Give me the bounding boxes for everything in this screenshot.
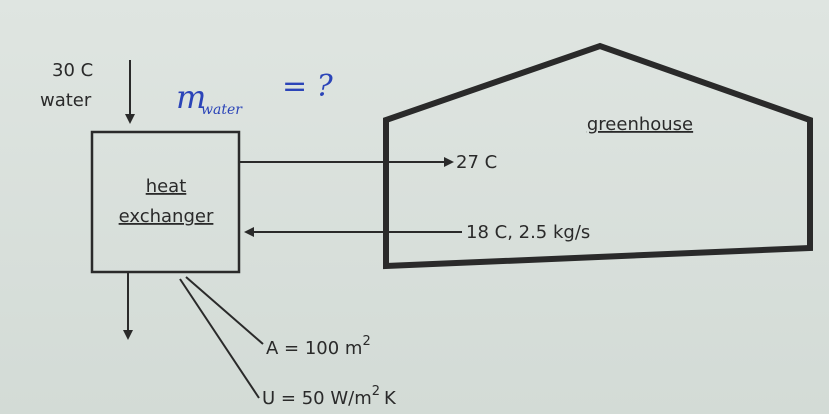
heat-exchanger-label-line2: exchanger bbox=[119, 206, 214, 227]
area-parameter: A = 100 m2 bbox=[266, 334, 371, 359]
handwritten-unknown-equals: = ? bbox=[282, 69, 334, 104]
return-flow-label: 18 C, 2.5 kg/s bbox=[466, 222, 590, 243]
handwritten-mass-flow-subscript: water bbox=[201, 102, 243, 118]
u-value-leader-line bbox=[179, 278, 260, 399]
u-value-parameter-text: U = 50 W/m bbox=[262, 388, 372, 409]
greenhouse-label: greenhouse bbox=[587, 114, 693, 135]
supply-temperature-label: 27 C bbox=[456, 152, 497, 173]
heat-exchanger-box bbox=[90, 130, 241, 274]
heat-exchanger-label-line1: heat bbox=[146, 176, 187, 197]
u-value-parameter-unit-tail: K bbox=[384, 388, 397, 409]
area-leader-line bbox=[185, 276, 264, 345]
area-parameter-text: A = 100 m bbox=[266, 338, 362, 359]
inlet-temperature-label: 30 C bbox=[52, 60, 93, 81]
greenhouse-outline bbox=[383, 42, 813, 270]
u-value-parameter-exponent: 2 bbox=[372, 384, 380, 399]
inlet-fluid-label: water bbox=[40, 90, 92, 111]
handwritten-mass-flow-symbol: m bbox=[176, 78, 206, 116]
area-parameter-exponent: 2 bbox=[362, 334, 370, 349]
